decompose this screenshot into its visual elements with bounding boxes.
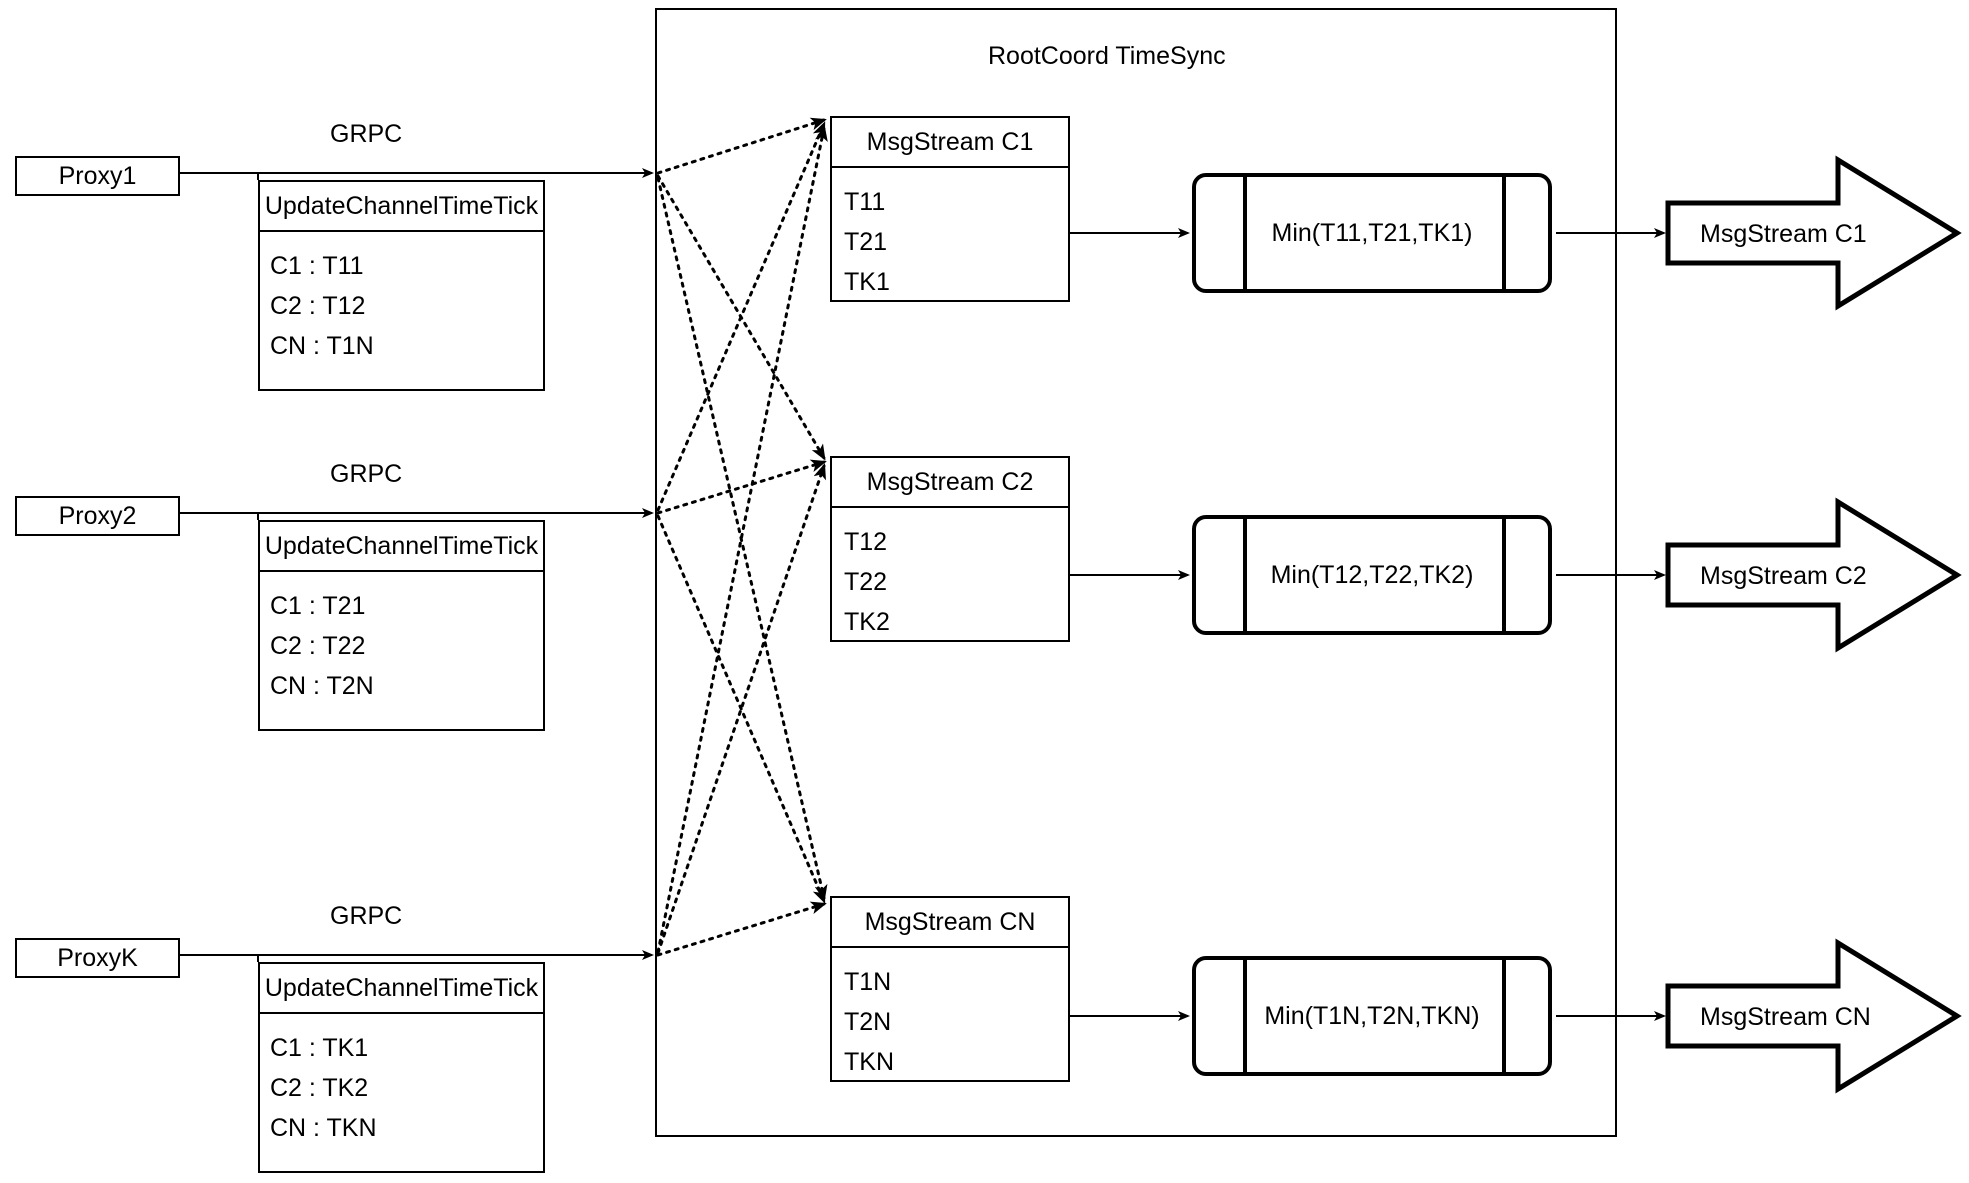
request-box-proxyk: UpdateChannelTimeTick C1 : TK1 C2 : TK2 … (258, 962, 545, 1173)
process-divider-left (1243, 519, 1247, 631)
output-stream-label-cn: MsgStream CN (1700, 1003, 1871, 1031)
request-entry: C2 : T12 (270, 292, 366, 320)
min-label-c2: Min(T12,T22,TK2) (1270, 560, 1474, 589)
request-entry: CN : T1N (270, 332, 374, 360)
msgstream-tick: TK1 (844, 268, 890, 296)
msgstream-title-c1: MsgStream C1 (832, 118, 1068, 168)
request-entry: C1 : T21 (270, 592, 366, 620)
request-title-proxy2: UpdateChannelTimeTick (260, 522, 543, 572)
msgstream-box-c1: MsgStream C1 T11 T21 TK1 (830, 116, 1070, 302)
request-entry: C2 : T22 (270, 632, 366, 660)
msgstream-tick: T21 (844, 228, 888, 256)
request-entry: C1 : T11 (270, 252, 364, 280)
min-label-c1: Min(T11,T21,TK1) (1271, 218, 1473, 247)
proxy-box-proxy1[interactable]: Proxy1 (15, 156, 180, 196)
request-box-proxy1: UpdateChannelTimeTick C1 : T11 C2 : T12 … (258, 180, 545, 391)
output-stream-label-c2: MsgStream C2 (1700, 562, 1867, 590)
proxy-box-proxy2[interactable]: Proxy2 (15, 496, 180, 536)
msgstream-title-cn: MsgStream CN (832, 898, 1068, 948)
process-divider-left (1243, 960, 1247, 1072)
msgstream-box-c2: MsgStream C2 T12 T22 TK2 (830, 456, 1070, 642)
request-entry: C2 : TK2 (270, 1074, 369, 1102)
request-entry: C1 : TK1 (270, 1034, 369, 1062)
process-divider-right (1502, 177, 1506, 289)
proxy-box-proxyk[interactable]: ProxyK (15, 938, 180, 978)
request-title-proxy1: UpdateChannelTimeTick (260, 182, 543, 232)
msgstream-tick: T11 (844, 188, 886, 216)
grpc-label-proxy1: GRPC (330, 120, 403, 148)
request-entry: CN : TKN (270, 1114, 377, 1142)
rootcoord-timesync-container (655, 8, 1617, 1137)
rootcoord-timesync-title: RootCoord TimeSync (988, 42, 1226, 70)
process-divider-right (1502, 960, 1506, 1072)
min-label-cn: Min(T1N,T2N,TKN) (1264, 1001, 1480, 1030)
msgstream-tick: T2N (844, 1008, 892, 1036)
request-box-proxy2: UpdateChannelTimeTick C1 : T21 C2 : T22 … (258, 520, 545, 731)
min-process-cn: Min(T1N,T2N,TKN) (1192, 956, 1552, 1076)
min-process-c1: Min(T11,T21,TK1) (1192, 173, 1552, 293)
process-divider-left (1243, 177, 1247, 289)
min-process-c2: Min(T12,T22,TK2) (1192, 515, 1552, 635)
grpc-label-proxyk: GRPC (330, 902, 403, 930)
grpc-label-proxy2: GRPC (330, 460, 403, 488)
msgstream-tick: TK2 (844, 608, 890, 636)
msgstream-tick: T22 (844, 568, 888, 596)
msgstream-tick: T1N (844, 968, 892, 996)
output-stream-label-c1: MsgStream C1 (1700, 220, 1867, 248)
request-entry: CN : T2N (270, 672, 374, 700)
msgstream-tick: TKN (844, 1048, 894, 1076)
msgstream-tick: T12 (844, 528, 888, 556)
msgstream-title-c2: MsgStream C2 (832, 458, 1068, 508)
request-title-proxyk: UpdateChannelTimeTick (260, 964, 543, 1014)
process-divider-right (1502, 519, 1506, 631)
msgstream-box-cn: MsgStream CN T1N T2N TKN (830, 896, 1070, 1082)
